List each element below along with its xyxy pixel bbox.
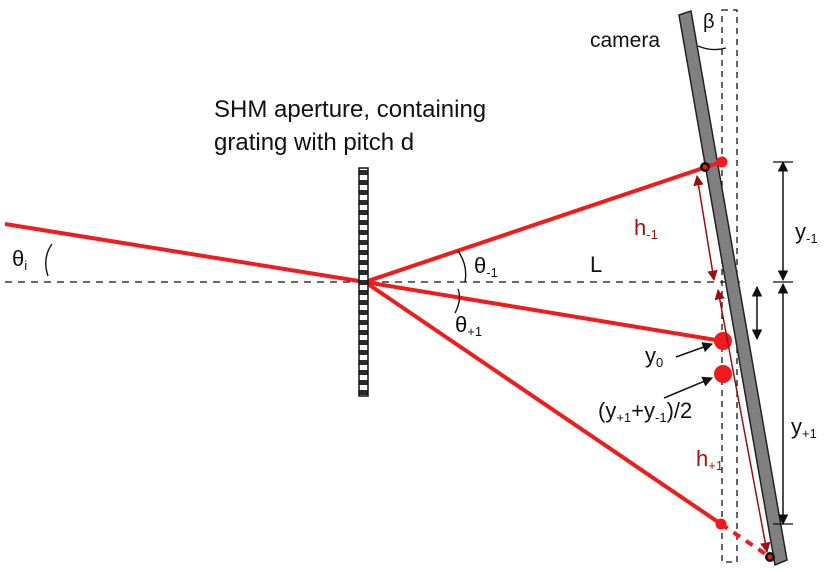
h-minus1-arrow bbox=[693, 174, 718, 282]
spot-minus1 bbox=[716, 156, 728, 168]
spot-plus1 bbox=[715, 518, 727, 530]
camera-hit-plus1-core bbox=[767, 554, 773, 560]
distance-L-label: L bbox=[590, 252, 602, 277]
camera-sensor bbox=[678, 10, 788, 567]
h-minus1-label: h-1 bbox=[634, 215, 658, 242]
camera-label: camera bbox=[590, 29, 660, 52]
beam-order-minus1 bbox=[364, 160, 722, 284]
y0-label: y0 bbox=[645, 343, 663, 370]
aperture-label-line1: SHM aperture, containing bbox=[214, 96, 486, 123]
grating bbox=[358, 167, 369, 397]
theta-plus1-arc bbox=[454, 288, 461, 314]
beam-order-plus1 bbox=[363, 280, 723, 526]
aperture-label-line2: grating with pitch d bbox=[214, 129, 414, 156]
y0-pointer bbox=[675, 342, 713, 358]
beta-arc bbox=[697, 45, 727, 51]
spot-midpoint bbox=[714, 365, 732, 383]
incident-beam bbox=[4, 222, 366, 284]
midpoint-label: (y+1+y-1)/2 bbox=[598, 398, 692, 425]
h-plus1-label: h+1 bbox=[696, 446, 723, 473]
theta-plus1-label: θ+1 bbox=[455, 312, 482, 339]
y-minus1-label: y-1 bbox=[795, 219, 818, 246]
theta-minus1-label: θ-1 bbox=[474, 253, 498, 280]
beam-order-0 bbox=[364, 280, 723, 343]
theta-i-label: θi bbox=[12, 246, 27, 273]
beta-label: β bbox=[703, 11, 715, 33]
y-plus1-label: y+1 bbox=[791, 414, 817, 441]
theta-minus1-arc bbox=[457, 250, 467, 283]
camera-hit-minus1-core bbox=[702, 164, 708, 170]
theta-i-arc bbox=[45, 243, 53, 277]
h-plus1-arrow bbox=[714, 288, 771, 554]
midpoint-pointer bbox=[663, 376, 713, 399]
